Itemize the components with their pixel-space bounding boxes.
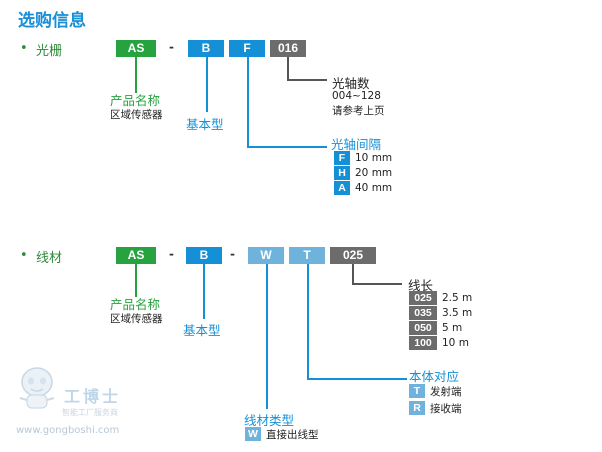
grating-f-connector-h [247,146,327,148]
body-code: T [409,384,425,398]
watermark-brand: 工博士 [64,387,122,406]
grating-code-f: F [229,40,265,57]
grating-section-label: 光栅 [36,44,63,59]
wire-section-label: 线材 [36,251,63,266]
wire-product-name: 产品名称 [110,297,161,312]
body-value: 发射端 [430,385,462,398]
length-code: 050 [409,321,437,335]
grating-axis-connector-h [287,79,327,81]
cable-row: W 直接出线型 [245,427,319,441]
spacing-code: H [334,166,350,180]
wire-code-length: 025 [330,247,376,264]
length-value: 2.5 m [442,292,473,304]
wire-code-as: AS [116,247,156,264]
spacing-code: A [334,181,350,195]
wire-b-connector [203,264,205,319]
grating-axis-connector [287,57,289,80]
length-value: 10 m [442,337,469,349]
wire-dash-1: - [169,247,174,261]
spacing-value: 10 mm [355,152,393,164]
wire-code-w: W [248,247,284,264]
wire-body-label: 本体对应 [409,369,460,384]
wire-as-connector [135,264,137,297]
grating-dash: - [169,40,174,54]
grating-axis-note: 请参考上页 [332,105,385,117]
length-code: 025 [409,291,437,305]
spacing-code: F [334,151,350,165]
grating-product-desc: 区域传感器 [110,109,163,121]
grating-as-connector [135,57,137,93]
robot-mascot-icon [14,364,60,412]
length-row: 050 5 m [409,321,462,335]
grating-spacing-label: 光轴间隔 [331,137,382,152]
cable-code: W [245,427,261,441]
length-row: 025 2.5 m [409,291,472,305]
wire-bullet: • [20,248,28,263]
spacing-value: 20 mm [355,167,393,179]
grating-product-name: 产品名称 [110,93,161,108]
wire-t-connector-h [307,378,407,380]
grating-code-axis: 016 [270,40,306,57]
length-code: 100 [409,336,437,350]
grating-base-type: 基本型 [186,117,224,132]
grating-axis-range: 004~128 [332,90,381,102]
spacing-value: 40 mm [355,182,393,194]
length-row: 100 10 m [409,336,469,350]
watermark-sub: 智能工厂服务商 [62,408,118,417]
watermark-url: www.gongboshi.com [16,425,120,436]
body-row: T 发射端 [409,384,462,398]
wire-t-connector [307,264,309,380]
length-code: 035 [409,306,437,320]
body-code: R [409,401,425,415]
spacing-row: F 10 mm [334,151,392,165]
wire-code-t: T [289,247,325,264]
grating-f-connector [247,57,249,147]
length-row: 035 3.5 m [409,306,472,320]
body-row: R 接收端 [409,401,462,415]
length-value: 5 m [442,322,463,334]
wire-base-type: 基本型 [183,323,221,338]
spacing-row: A 40 mm [334,181,392,195]
wire-length-connector [352,264,354,284]
wire-w-connector [266,264,268,409]
wire-length-label: 线长 [408,278,434,293]
page-title: 选购信息 [18,11,86,31]
grating-code-as: AS [116,40,156,57]
grating-bullet: • [20,41,28,56]
body-value: 接收端 [430,402,462,415]
wire-length-connector-h [352,283,402,285]
grating-code-b: B [188,40,224,57]
spacing-row: H 20 mm [334,166,392,180]
wire-product-desc: 区域传感器 [110,313,163,325]
grating-axis-label: 光轴数 [332,76,370,91]
grating-b-connector [206,57,208,112]
wire-code-b: B [186,247,222,264]
wire-cable-label: 线材类型 [244,413,295,428]
wire-dash-2: - [230,247,235,261]
length-value: 3.5 m [442,307,473,319]
cable-value: 直接出线型 [266,428,319,441]
